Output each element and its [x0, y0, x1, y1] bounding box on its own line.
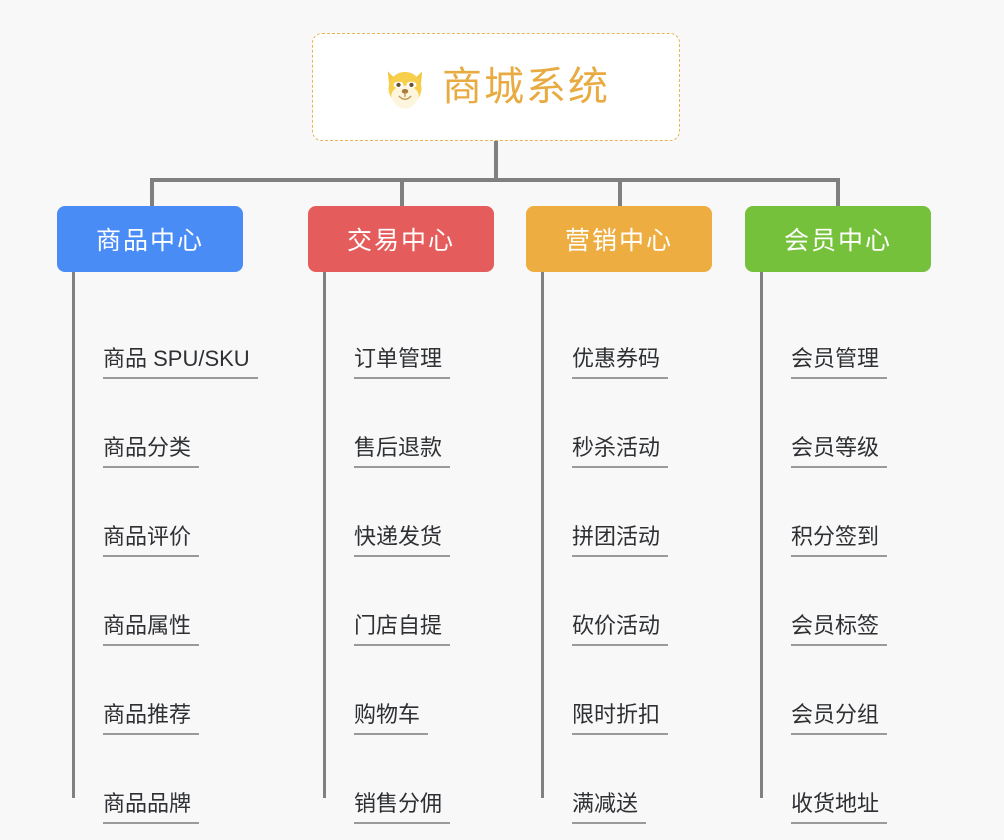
- list-item[interactable]: 秒杀活动: [526, 379, 726, 468]
- list-item-label: 购物车: [354, 702, 429, 735]
- list-item-label: 销售分佣: [354, 791, 451, 824]
- list-item[interactable]: 会员等级: [745, 379, 945, 468]
- list-item[interactable]: 商品 SPU/SKU: [57, 290, 258, 379]
- connector-drop-marketing-center: [618, 178, 622, 206]
- list-item[interactable]: 会员分组: [745, 646, 945, 735]
- category-header-label: 商品中心: [95, 227, 204, 255]
- root-node-shop-system[interactable]: 商城系统: [312, 33, 680, 141]
- list-item-label: 会员分组: [791, 702, 888, 735]
- list-item[interactable]: 砍价活动: [526, 557, 726, 646]
- list-item-label: 商品属性: [103, 613, 200, 646]
- category-header-label: 营销中心: [564, 227, 673, 255]
- category-header-member-center[interactable]: 会员中心: [745, 206, 931, 272]
- list-item-label: 会员等级: [791, 435, 888, 468]
- list-item[interactable]: 销售分佣: [308, 735, 508, 824]
- connector-spine-marketing-center: [541, 272, 544, 798]
- list-item[interactable]: 快递发货: [308, 468, 508, 557]
- list-item-label: 拼团活动: [572, 524, 669, 557]
- list-item-label: 收货地址: [791, 791, 888, 824]
- connector-spine-product-center: [72, 272, 75, 798]
- category-header-product-center[interactable]: 商品中心: [57, 206, 243, 272]
- column-marketing-center: 营销中心 优惠券码 秒杀活动 拼团活动 砍价活动 限时折扣 满减送: [526, 206, 726, 824]
- list-item[interactable]: 购物车: [308, 646, 508, 735]
- list-item[interactable]: 商品评价: [57, 468, 257, 557]
- root-node-label: 商城系统: [442, 65, 610, 109]
- column-member-center: 会员中心 会员管理 会员等级 积分签到 会员标签 会员分组 收货地址: [745, 206, 945, 824]
- list-item[interactable]: 会员标签: [745, 557, 945, 646]
- leaf-list-trade-center: 订单管理 售后退款 快递发货 门店自提 购物车 销售分佣: [308, 272, 508, 824]
- connector-spine-member-center: [760, 272, 763, 798]
- list-item-label: 积分签到: [791, 524, 888, 557]
- list-item[interactable]: 商品品牌: [57, 735, 257, 824]
- list-item[interactable]: 订单管理: [308, 290, 508, 379]
- connector-drop-trade-center: [400, 178, 404, 206]
- category-header-label: 交易中心: [346, 227, 455, 255]
- column-product-center: 商品中心 商品 SPU/SKU 商品分类 商品评价 商品属性 商品推荐 商品品牌: [57, 206, 258, 824]
- list-item-label: 商品品牌: [103, 791, 200, 824]
- list-item[interactable]: 商品属性: [57, 557, 257, 646]
- list-item[interactable]: 商品推荐: [57, 646, 257, 735]
- list-item[interactable]: 积分签到: [745, 468, 945, 557]
- connector-root-stem: [494, 141, 498, 181]
- list-item[interactable]: 商品分类: [57, 379, 257, 468]
- list-item[interactable]: 优惠券码: [526, 290, 726, 379]
- list-item-label: 订单管理: [354, 346, 451, 379]
- list-item[interactable]: 限时折扣: [526, 646, 726, 735]
- connector-spine-trade-center: [323, 272, 326, 798]
- list-item-label: 会员管理: [791, 346, 888, 379]
- list-item-label: 秒杀活动: [572, 435, 669, 468]
- list-item-label: 会员标签: [791, 613, 888, 646]
- list-item-label: 砍价活动: [572, 613, 669, 646]
- connector-horizontal-bus: [150, 178, 840, 182]
- list-item-label: 门店自提: [354, 613, 451, 646]
- column-trade-center: 交易中心 订单管理 售后退款 快递发货 门店自提 购物车 销售分佣: [308, 206, 508, 824]
- list-item-label: 商品 SPU/SKU: [103, 346, 258, 379]
- leaf-list-member-center: 会员管理 会员等级 积分签到 会员标签 会员分组 收货地址: [745, 272, 945, 824]
- list-item-label: 售后退款: [354, 435, 451, 468]
- category-header-label: 会员中心: [783, 227, 892, 255]
- dog-face-icon: [382, 64, 428, 110]
- category-header-marketing-center[interactable]: 营销中心: [526, 206, 712, 272]
- list-item-label: 商品推荐: [103, 702, 200, 735]
- list-item[interactable]: 售后退款: [308, 379, 508, 468]
- list-item-label: 商品评价: [103, 524, 200, 557]
- leaf-list-product-center: 商品 SPU/SKU 商品分类 商品评价 商品属性 商品推荐 商品品牌: [57, 272, 258, 824]
- list-item[interactable]: 会员管理: [745, 290, 945, 379]
- list-item[interactable]: 收货地址: [745, 735, 945, 824]
- list-item-label: 商品分类: [103, 435, 200, 468]
- category-header-trade-center[interactable]: 交易中心: [308, 206, 494, 272]
- list-item-label: 优惠券码: [572, 346, 669, 379]
- list-item[interactable]: 拼团活动: [526, 468, 726, 557]
- list-item-label: 满减送: [572, 791, 647, 824]
- connector-drop-product-center: [150, 178, 154, 206]
- list-item[interactable]: 满减送: [526, 735, 726, 824]
- list-item[interactable]: 门店自提: [308, 557, 508, 646]
- leaf-list-marketing-center: 优惠券码 秒杀活动 拼团活动 砍价活动 限时折扣 满减送: [526, 272, 726, 824]
- list-item-label: 快递发货: [354, 524, 451, 557]
- connector-drop-member-center: [836, 178, 840, 206]
- list-item-label: 限时折扣: [572, 702, 669, 735]
